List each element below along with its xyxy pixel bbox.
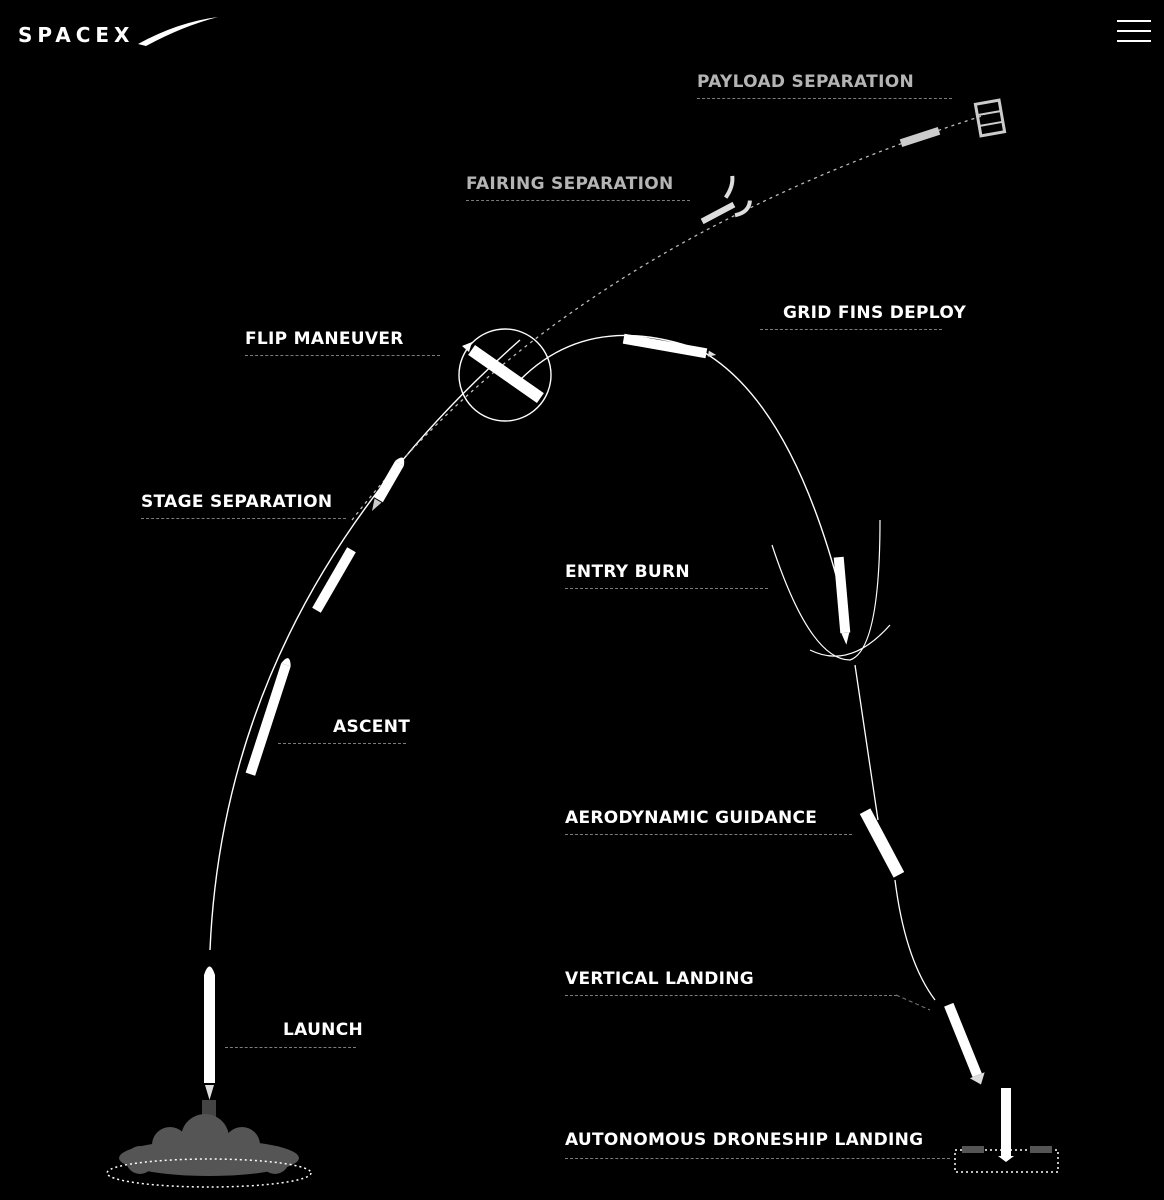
hamburger-menu-icon[interactable] bbox=[1117, 18, 1151, 44]
label-launch: LAUNCH bbox=[283, 1020, 364, 1040]
ascent-trajectory bbox=[209, 339, 521, 951]
label-fairing-separation: FAIRING SEPARATION bbox=[466, 174, 674, 194]
entry-burn-booster-icon bbox=[833, 556, 851, 645]
ascent-rocket-upper-icon bbox=[312, 547, 356, 613]
payload-stage-icon bbox=[899, 127, 941, 147]
boostback-trajectory bbox=[519, 334, 841, 591]
label-aerodynamic-guidance: AERODYNAMIC GUIDANCE bbox=[565, 808, 818, 828]
descent-trajectory bbox=[854, 664, 936, 1001]
satellite-icon bbox=[973, 98, 1007, 138]
leader-autonomous-droneship-landing bbox=[565, 1158, 950, 1159]
label-ascent: ASCENT bbox=[333, 717, 411, 737]
aero-guidance-booster-icon bbox=[859, 808, 905, 878]
leader-fairing-separation bbox=[466, 200, 690, 201]
flip-booster-icon bbox=[468, 344, 544, 404]
label-payload-separation: PAYLOAD SEPARATION bbox=[697, 72, 914, 92]
second-stage-icon bbox=[372, 457, 405, 511]
label-grid-fins-deploy: GRID FINS DEPLOY bbox=[783, 303, 967, 323]
leader-stage-separation bbox=[141, 518, 346, 519]
exhaust-cloud-icon bbox=[119, 1100, 299, 1176]
fairing-separation-icon bbox=[700, 175, 752, 225]
leader-aerodynamic-guidance bbox=[565, 834, 852, 835]
label-flip-maneuver: FLIP MANEUVER bbox=[245, 329, 404, 349]
droneship-icon bbox=[954, 1149, 1059, 1173]
spacex-logo[interactable]: SPACEX bbox=[18, 14, 223, 50]
leader-launch bbox=[225, 1047, 356, 1048]
leader-grid-fins-deploy bbox=[760, 329, 942, 330]
droneship-booster-icon bbox=[998, 1088, 1014, 1162]
leader-ascent bbox=[278, 743, 406, 744]
leader-flip-maneuver bbox=[245, 355, 440, 356]
launch-pad-icon bbox=[106, 1158, 312, 1188]
leader-vertical-landing-tail bbox=[896, 994, 931, 1011]
logo-swoosh-icon bbox=[138, 17, 218, 46]
label-vertical-landing: VERTICAL LANDING bbox=[565, 969, 755, 989]
label-entry-burn: ENTRY BURN bbox=[565, 562, 690, 582]
ascent-rocket-icon bbox=[245, 658, 291, 776]
logo-text: SPACEX bbox=[18, 23, 135, 47]
entry-burn-shock-inner bbox=[809, 624, 891, 657]
leader-vertical-landing bbox=[565, 995, 897, 996]
leader-payload-separation bbox=[697, 98, 952, 99]
leader-entry-burn bbox=[565, 588, 768, 589]
flip-maneuver-circle bbox=[458, 328, 552, 422]
landing-booster-icon bbox=[944, 1002, 985, 1085]
label-autonomous-droneship-landing: AUTONOMOUS DRONESHIP LANDING bbox=[565, 1130, 924, 1150]
orbit-trajectory bbox=[351, 114, 986, 521]
label-stage-separation: STAGE SEPARATION bbox=[141, 492, 333, 512]
flip-arrow-icon bbox=[462, 342, 472, 352]
grid-fins-booster-icon bbox=[622, 333, 717, 359]
launch-rocket-icon bbox=[204, 966, 215, 1100]
entry-burn-shock-outer bbox=[771, 519, 881, 661]
